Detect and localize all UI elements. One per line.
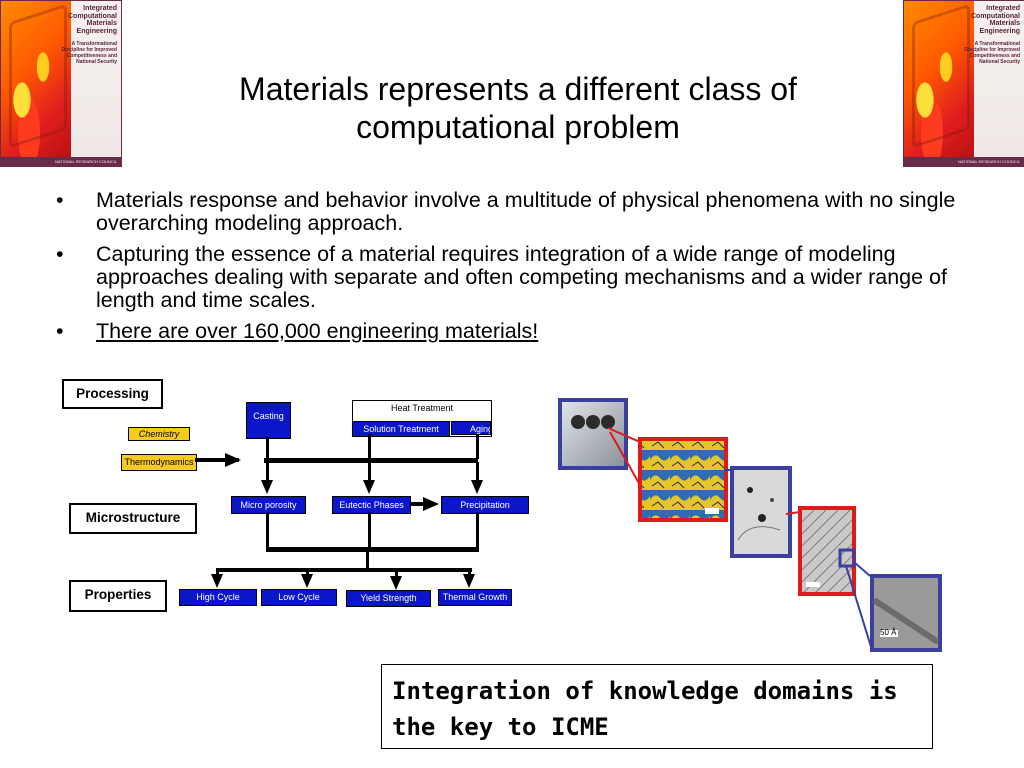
heat-treatment-group: Heat Treatment Solution Treatment Aging [352,400,492,437]
connector-line [266,512,269,550]
bullet-marker: • [56,188,64,212]
connector-line [476,512,479,550]
thermal-growth-box: Thermal Growth [438,589,512,606]
high-resolution-tem-image [870,574,942,652]
casting-box: Casting [246,402,291,439]
connector-line [395,570,398,578]
arrow-down [301,574,313,588]
cover-title: Integrated Computational Materials Engin… [68,5,117,35]
dendrite-micrograph [730,466,792,558]
bullet-item: • There are over 160,000 engineering mat… [52,320,982,343]
aging-box: Aging [451,421,491,435]
arrow-down [211,574,223,588]
properties-label: Properties [69,580,167,612]
cover-subtitle: A Transformational Discipline for Improv… [964,41,1020,65]
bullet-text-link[interactable]: There are over 160,000 engineering mater… [96,319,539,343]
connector-line [410,502,430,506]
micrograph-cascade [558,398,942,652]
engine-block-image [1,1,71,166]
engine-block-image [904,1,974,166]
connector-line [476,434,479,459]
processing-label: Processing [62,379,163,409]
connector-line [366,550,369,570]
eutectic-phases-box: Eutectic Phases [332,496,411,514]
bullet-item: • Materials response and behavior involv… [52,189,982,235]
connector-line [306,570,309,576]
arrow-down [363,480,375,494]
arrow-down [471,480,483,494]
bullet-list: • Materials response and behavior involv… [52,189,982,351]
connector-bar [266,547,479,552]
yield-strength-box: Yield Strength [346,590,431,607]
precipitate-tem-image [798,506,856,596]
connector-line [266,462,269,482]
cover-publisher: NATIONAL RESEARCH COUNCIL [1,157,121,166]
connector-line [195,458,239,462]
report-cover-right: Integrated Computational Materials Engin… [903,0,1024,167]
cover-title: Integrated Computational Materials Engin… [971,5,1020,35]
connector-line [468,570,471,576]
connector-bar [216,568,472,572]
connector-line [476,462,479,482]
bullet-text: Materials response and behavior involve … [96,188,956,235]
cover-publisher: NATIONAL RESEARCH COUNCIL [904,157,1024,166]
arrow-right [423,497,439,511]
precipitation-box: Precipitation [441,496,529,514]
connector-line [216,570,219,576]
bullet-marker: • [56,242,64,266]
solution-treatment-box: Solution Treatment [352,421,450,437]
microstructure-label: Microstructure [69,503,197,534]
connector-line [368,434,371,459]
bullet-marker: • [56,319,64,343]
connector-line [266,437,269,459]
arrow-right [225,453,241,467]
chemistry-box: Chemistry [128,427,190,441]
connector-line [368,512,371,550]
report-cover-left: Integrated Computational Materials Engin… [0,0,122,167]
key-message: Integration of knowledge domains is the … [381,664,933,749]
connector-bar [264,458,478,463]
cover-subtitle: A Transformational Discipline for Improv… [61,41,117,65]
high-cycle-fatigue-box: High Cycle Fatigue [179,589,257,617]
arrow-down [463,574,475,588]
low-cycle-fatigue-box: Low Cycle Fatigue [261,589,337,617]
arrow-down [390,576,402,590]
scale-bar-label: 50 Å [880,628,897,637]
heat-treatment-label: Heat Treatment [390,403,454,413]
slide-title: Materials represents a different class o… [239,71,797,145]
bullet-text: Capturing the essence of a material requ… [96,242,947,312]
connector-line [368,462,371,482]
grain-micrograph [638,437,728,522]
engine-block-photo [558,398,628,470]
bullet-item: • Capturing the essence of a material re… [52,243,982,312]
arrow-down [261,480,273,494]
thermodynamics-box: Thermodynamics [121,454,197,471]
